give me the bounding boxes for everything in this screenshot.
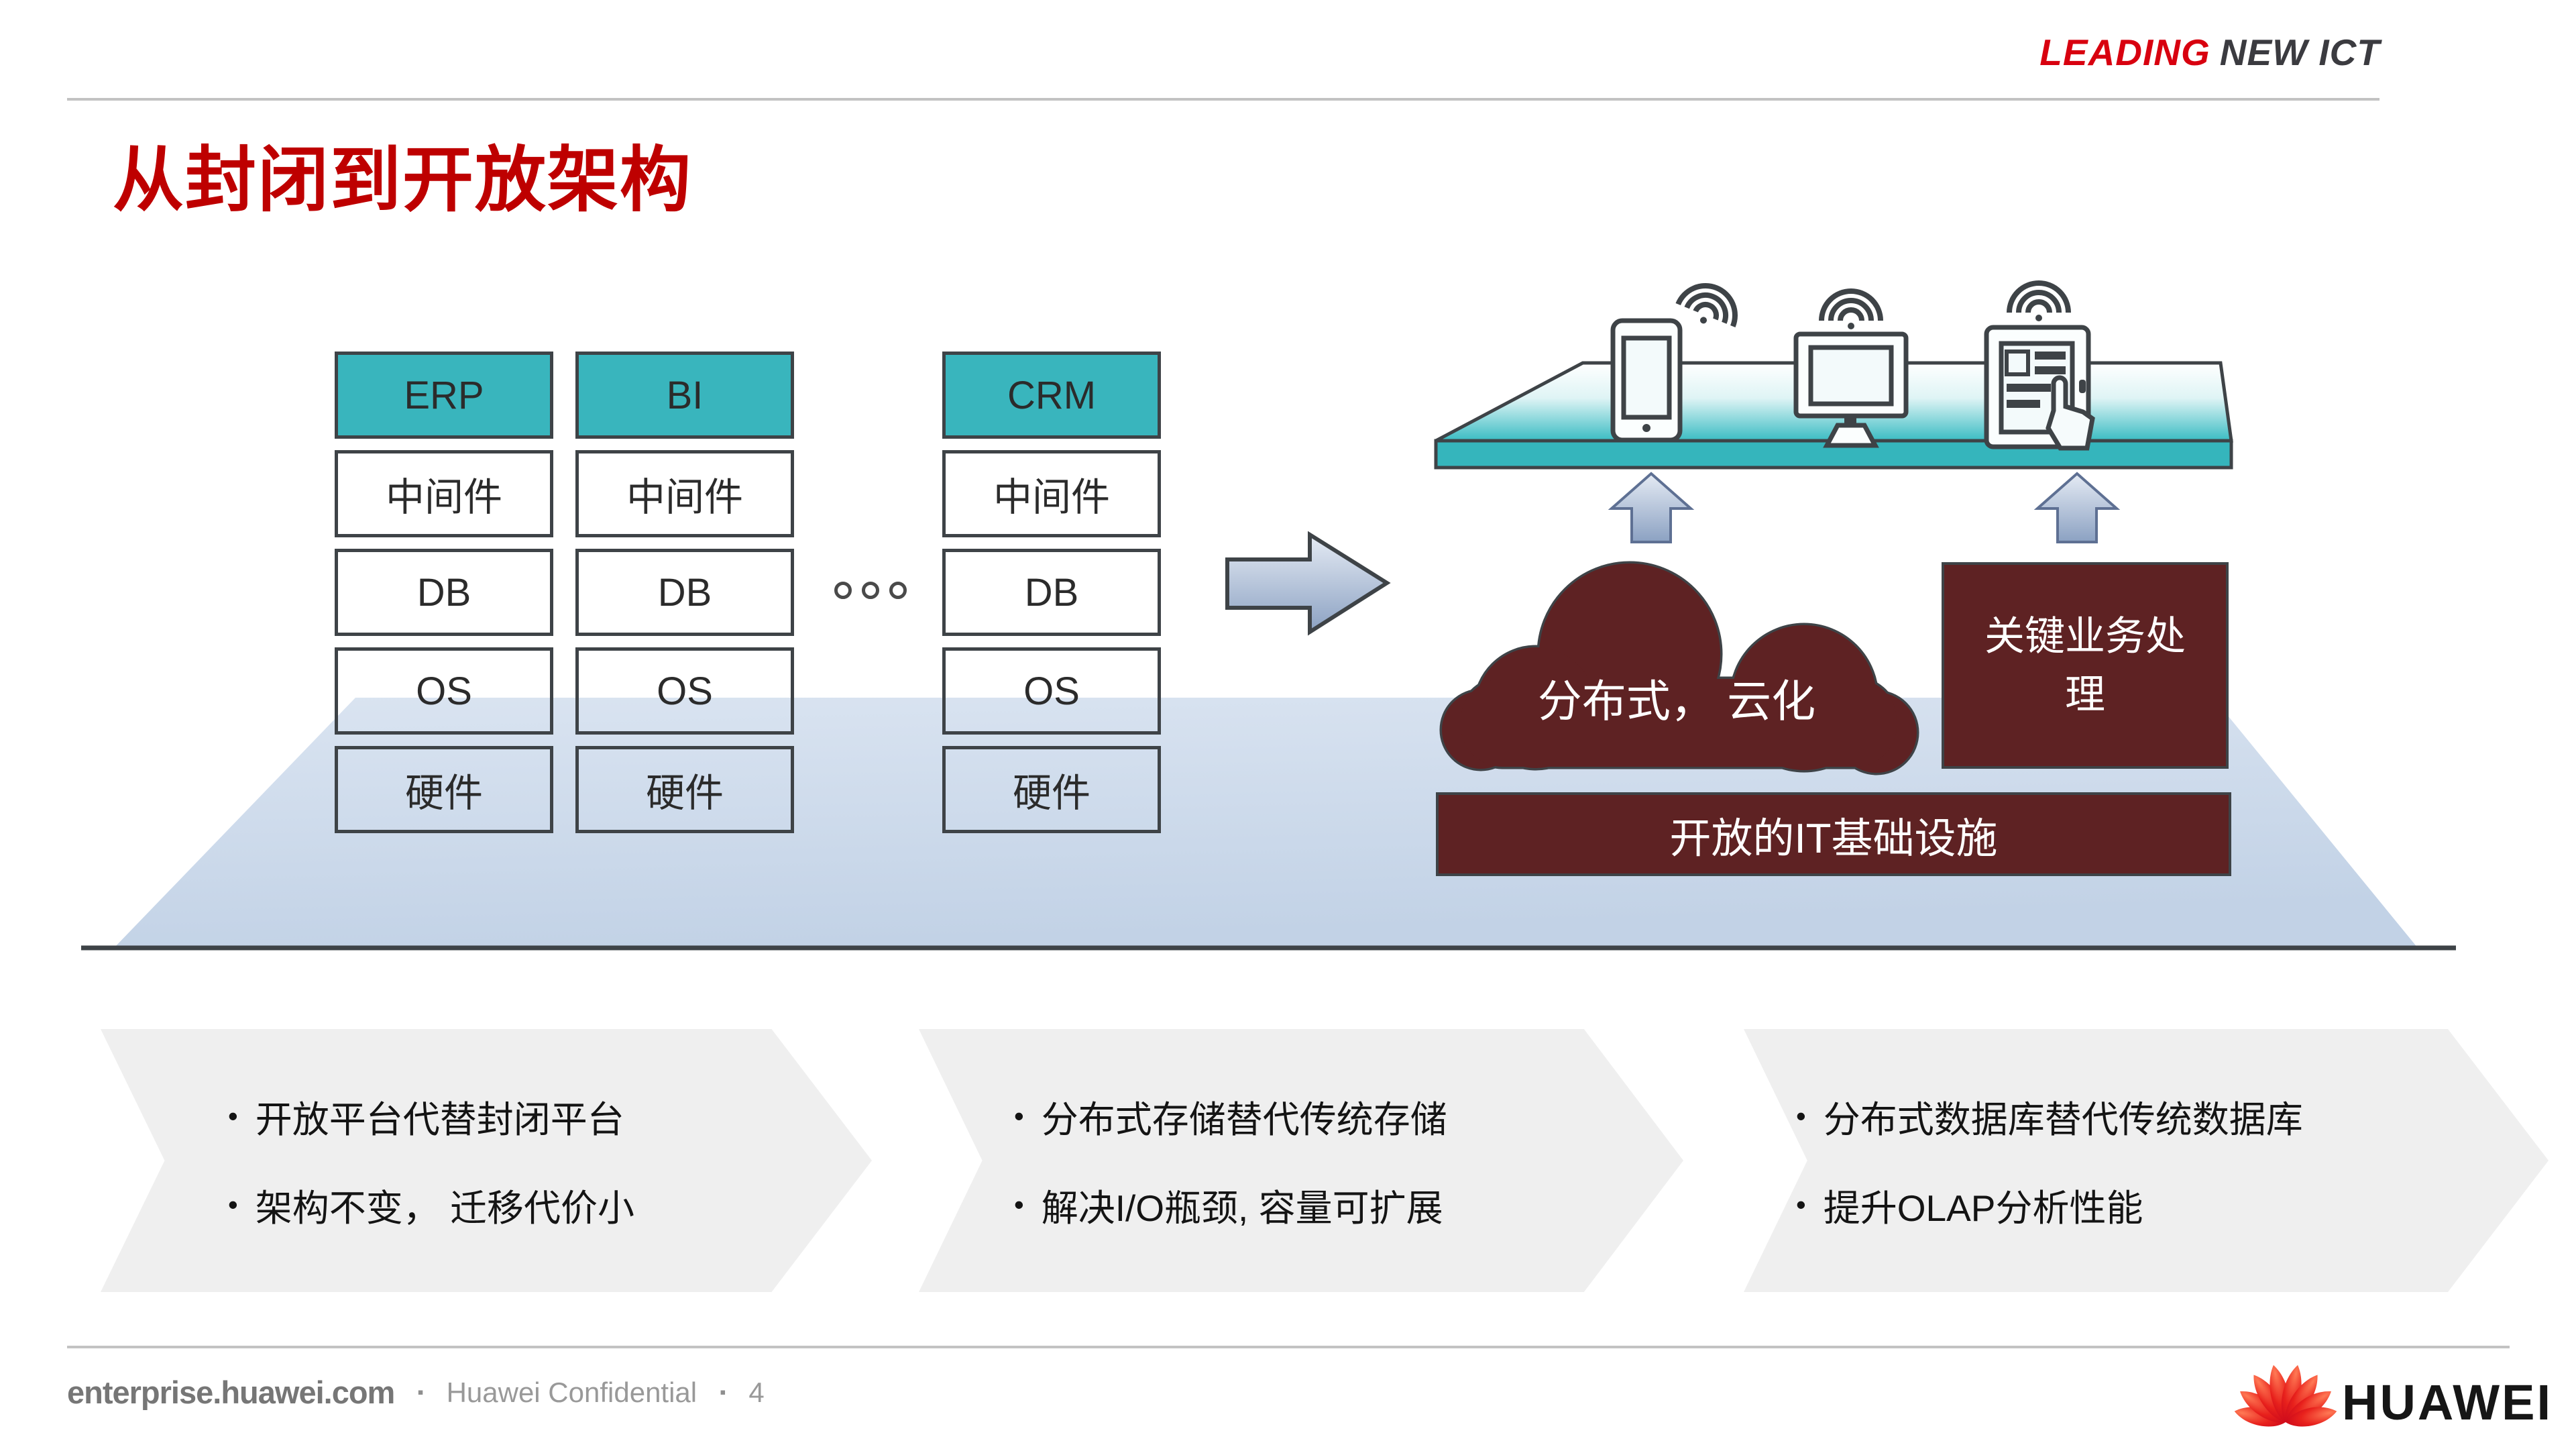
layer-box: DB — [335, 549, 553, 636]
wifi-icon — [1675, 283, 1738, 327]
hand-pointer-icon — [2046, 375, 2095, 451]
footer-divider — [67, 1346, 2510, 1348]
bullet-text: 解决I/O瓶颈, 容量可扩展 — [1041, 1187, 1443, 1229]
header-divider — [67, 98, 2379, 101]
bullet-text: 提升OLAP分析性能 — [1823, 1187, 2143, 1229]
separator-icon: ▪ — [417, 1382, 424, 1402]
bullet-text: 开放平台代替封闭平台 — [255, 1099, 624, 1140]
layer-box: 硬件 — [335, 746, 553, 833]
bullet-line: • 解决I/O瓶颈, 容量可扩展 — [1014, 1178, 1683, 1232]
benefit-chevron-3: • 分布式数据库替代传统数据库 • 提升OLAP分析性能 — [1744, 1029, 2549, 1292]
bullet-text: 架构不变， 迁移代价小 — [255, 1187, 635, 1229]
layer-box: OS — [575, 647, 794, 735]
bullet-text: 分布式数据库替代传统数据库 — [1823, 1099, 2303, 1140]
smartphone-icon — [1610, 318, 1683, 443]
layer-box: OS — [335, 647, 553, 735]
bullet-icon: • — [1014, 1189, 1024, 1220]
bullet-icon: • — [1014, 1100, 1024, 1132]
infrastructure-bar: 开放的IT基础设施 — [1436, 792, 2231, 876]
bullet-line: • 分布式存储替代传统存储 — [1014, 1089, 1683, 1143]
dot — [862, 582, 879, 599]
stack-column-erp: ERP 中间件 DB OS 硬件 — [335, 352, 553, 833]
critical-business-box: 关键业务处理 — [1942, 562, 2229, 769]
bullet-line: • 架构不变， 迁移代价小 — [228, 1178, 872, 1232]
cloud-shape — [1439, 561, 1919, 775]
stack-column-crm: CRM 中间件 DB OS 硬件 — [942, 352, 1161, 833]
layer-box: 中间件 — [942, 450, 1161, 537]
layer-box: 硬件 — [942, 746, 1161, 833]
footer-confidential: Huawei Confidential — [446, 1376, 697, 1408]
benefit-chevron-2: • 分布式存储替代传统存储 • 解决I/O瓶颈, 容量可扩展 — [919, 1029, 1683, 1292]
layer-box: OS — [942, 647, 1161, 735]
desktop-icon — [1793, 331, 1909, 448]
up-arrow — [2033, 472, 2121, 543]
up-arrow — [1608, 472, 1695, 543]
page-title: 从封闭到开放架构 — [113, 141, 692, 220]
huawei-logo-icon — [2234, 1364, 2337, 1427]
wifi-icon — [2007, 280, 2071, 321]
footer-meta: enterprise.huawei.com ▪ Huawei Confident… — [67, 1374, 765, 1411]
brand-leading: LEADING — [2039, 32, 2210, 73]
layer-box: 中间件 — [335, 450, 553, 537]
ellipsis-dots — [834, 582, 907, 599]
bullet-icon: • — [1796, 1100, 1806, 1132]
app-box: CRM — [942, 352, 1161, 439]
benefit-chevron-1: • 开放平台代替封闭平台 • 架构不变， 迁移代价小 — [101, 1029, 872, 1292]
brand-new-ict: NEW ICT — [2219, 32, 2380, 73]
footer-page-number: 4 — [748, 1376, 765, 1408]
stack-column-bi: BI 中间件 DB OS 硬件 — [575, 352, 794, 833]
app-box: ERP — [335, 352, 553, 439]
bullet-text: 分布式存储替代传统存储 — [1041, 1099, 1447, 1140]
separator-icon: ▪ — [720, 1382, 726, 1402]
bullet-line: • 提升OLAP分析性能 — [1796, 1178, 2549, 1232]
layer-box: 硬件 — [575, 746, 794, 833]
bullet-icon: • — [228, 1100, 238, 1132]
layer-box: DB — [942, 549, 1161, 636]
dot — [834, 582, 852, 599]
bullet-icon: • — [228, 1189, 238, 1220]
footer-site-link[interactable]: enterprise.huawei.com — [67, 1375, 395, 1410]
huawei-logo-text: HUAWEI — [2342, 1375, 2553, 1430]
dot — [889, 582, 907, 599]
layer-box: 中间件 — [575, 450, 794, 537]
layer-box: DB — [575, 549, 794, 636]
bullet-line: • 开放平台代替封闭平台 — [228, 1089, 872, 1143]
bullet-line: • 分布式数据库替代传统数据库 — [1796, 1089, 2549, 1143]
bullet-icon: • — [1796, 1189, 1806, 1220]
wifi-icon — [1819, 288, 1883, 329]
app-box: BI — [575, 352, 794, 439]
cloud-label: 分布式， 云化 — [1537, 676, 1816, 726]
right-arrow — [1225, 531, 1391, 636]
